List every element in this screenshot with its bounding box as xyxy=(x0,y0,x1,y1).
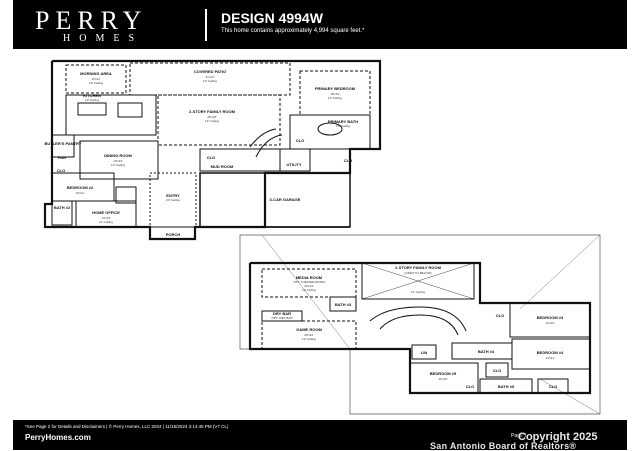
room-media-clg: 10' Ceiling xyxy=(302,288,316,292)
room-covered-patio-clg: 10' Ceiling xyxy=(203,79,217,83)
room-linen: LIN xyxy=(421,350,428,355)
room-primary-bath-clg: 10' Ceiling xyxy=(336,124,350,128)
second-floor-plan xyxy=(239,234,601,415)
first-floor-plan xyxy=(43,59,382,241)
room-media-opt: OPT. THEATER ROOM xyxy=(293,280,325,284)
closet-h: CLO xyxy=(466,384,474,389)
room-mud-room: MUD ROOM xyxy=(211,164,234,169)
room-primary-bedroom: PRIMARY BEDROOM xyxy=(315,86,356,91)
room-morning-area-dim: 13'x11' xyxy=(91,77,101,81)
room-bedroom-3-dim: 14'x12' xyxy=(545,321,555,325)
page-number: Page 1 xyxy=(511,433,527,439)
room-family-clg: 19' Ceiling xyxy=(205,119,219,123)
room-wet-bar: OPT. WET BAR xyxy=(271,316,293,320)
room-dry-bar: DRY BAR xyxy=(273,311,291,316)
footer-website-link[interactable]: PerryHomes.com xyxy=(25,433,91,442)
room-home-office-clg: 11' Ceiling xyxy=(99,220,113,224)
design-title: DESIGN 4994W xyxy=(221,10,323,26)
room-family-open-note: (OPEN TO BELOW) xyxy=(404,271,431,275)
room-bedroom-4-dim: 14'x11' xyxy=(545,356,555,360)
room-game-dim: 20'x15' xyxy=(304,333,314,337)
room-bedroom-5-dim: 12'x12' xyxy=(438,377,448,381)
room-kitchen: KITCHEN xyxy=(83,93,101,98)
room-family-open-clg: 21' Ceiling xyxy=(411,290,425,294)
room-game: GAME ROOM xyxy=(296,327,322,332)
room-bedroom-2: BEDROOM #2 xyxy=(67,185,94,190)
room-butlers-pantry: BUTLER'S PANTRY xyxy=(45,141,82,146)
room-bath-3: BATH #3 xyxy=(335,302,352,307)
room-bath-4: BATH #4 xyxy=(478,349,495,354)
room-bedroom-5: BEDROOM #5 xyxy=(430,371,457,376)
room-dining-dim: 13'x13' xyxy=(113,159,123,163)
room-primary-bedroom-dim: 18'x16' xyxy=(330,92,340,96)
footer-bar: *See Page 2 for Details and Disclaimers … xyxy=(13,420,627,450)
room-dining: DINING ROOM xyxy=(104,153,132,158)
closet-c: CLO xyxy=(296,138,304,143)
closet-e: CLO xyxy=(493,368,501,373)
room-media-dim: 20'x14' xyxy=(304,284,314,288)
room-pantry: PAN xyxy=(58,155,66,160)
header-bar: PERRY HOMES DESIGN 4994W This home conta… xyxy=(13,0,627,49)
room-bedroom-3: BEDROOM #3 xyxy=(537,315,564,320)
footer-disclaimer: *See Page 2 for Details and Disclaimers … xyxy=(25,424,229,429)
design-subtitle: This home contains approximately 4,994 s… xyxy=(221,28,365,34)
room-home-office-dim: 14'x13' xyxy=(101,216,111,220)
room-morning-area: MORNING AREA xyxy=(80,71,112,76)
room-family: 2-STORY FAMILY ROOM xyxy=(189,109,236,114)
room-morning-area-clg: 10' Ceiling xyxy=(89,81,103,85)
room-home-office: HOME OFFICE xyxy=(92,210,120,215)
room-entry-clg: 20' Ceiling xyxy=(166,198,180,202)
room-porch: PORCH xyxy=(166,232,181,237)
room-primary-bedroom-clg: 10' Ceiling xyxy=(328,96,342,100)
room-garage: 3-CAR GARAGE xyxy=(270,197,301,202)
brand-logo-bottom: HOMES xyxy=(63,33,144,44)
room-primary-bath: PRIMARY BATH xyxy=(328,119,358,124)
closet-f: CLO xyxy=(496,313,504,318)
watermark-board: San Antonio Board of Realtors® xyxy=(430,441,577,451)
room-family-dim: 25'x18' xyxy=(207,115,217,119)
closet-d: CLO xyxy=(344,158,352,163)
room-covered-patio: COVERED PATIO xyxy=(194,69,227,74)
room-game-clg: 10' Ceiling xyxy=(302,337,316,341)
closet-a: CLO xyxy=(57,168,65,173)
room-utility: UTILITY xyxy=(286,162,301,167)
room-family-open: 2-STORY FAMILY ROOM xyxy=(395,265,442,270)
room-bath-5: BATH #5 xyxy=(498,384,515,389)
closet-g: CLO xyxy=(549,384,557,389)
floor-plan-drawing: MORNING AREA 13'x11' 10' Ceiling KITCHEN… xyxy=(43,59,601,415)
room-covered-patio-dim: 21'x11' xyxy=(205,75,215,79)
room-bedroom-4: BEDROOM #4 xyxy=(537,350,564,355)
room-bath-2: BATH #2 xyxy=(54,205,71,210)
header-divider xyxy=(205,9,207,41)
room-kitchen-clg: 10' Ceiling xyxy=(85,98,99,102)
room-media: MEDIA ROOM xyxy=(296,275,323,280)
floor-plan-area: MORNING AREA 13'x11' 10' Ceiling KITCHEN… xyxy=(0,49,640,420)
room-entry: ENTRY xyxy=(166,193,180,198)
closet-b: CLO xyxy=(207,155,215,160)
brand-logo-top: PERRY xyxy=(35,6,148,35)
watermark-copyright: Copyright 2025 xyxy=(518,431,598,443)
room-dining-clg: 10' Ceiling xyxy=(111,163,125,167)
room-bedroom-2-dim: 13'x11' xyxy=(75,191,85,195)
